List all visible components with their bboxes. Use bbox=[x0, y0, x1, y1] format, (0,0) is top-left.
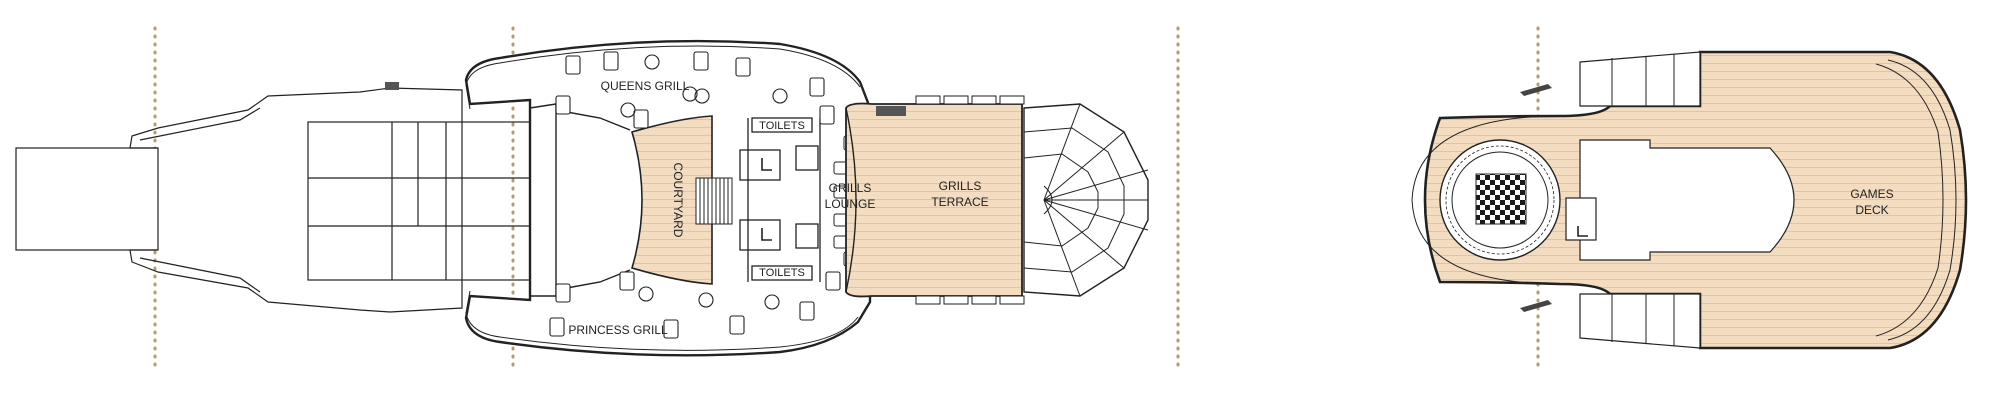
terrace-benches bbox=[915, 95, 1025, 305]
grills-terrace-deck bbox=[845, 102, 1023, 298]
princess-grill-label: PRINCESS GRILL bbox=[568, 323, 668, 337]
elevator-icon bbox=[761, 228, 772, 241]
toilets-bottom-label: TOILETS bbox=[759, 267, 805, 279]
games-deck-label-line2: DECK bbox=[1855, 203, 1888, 217]
restaurant-round-tables bbox=[620, 54, 788, 310]
courtyard-deck bbox=[631, 115, 713, 285]
giant-chess-board bbox=[1439, 139, 1561, 261]
courtyard-stairs bbox=[695, 177, 733, 225]
restaurant-tables bbox=[549, 51, 841, 339]
grills-lounge-label-line1: GRILLS bbox=[829, 181, 872, 195]
grills-terrace-label-line1: GRILLS bbox=[939, 179, 982, 193]
courtyard-label: COURTYARD bbox=[671, 163, 685, 238]
games-deck-label-line1: GAMES bbox=[1850, 187, 1893, 201]
elevator-icon bbox=[761, 158, 772, 171]
toilets-top-label: TOILETS bbox=[759, 120, 805, 132]
grills-lounge-label-line2: LOUNGE bbox=[825, 197, 876, 211]
stairs-icon bbox=[385, 82, 399, 90]
lounge-walls bbox=[739, 117, 821, 282]
room-labels: QUEENS GRILL PRINCESS GRILL COURTYARD TO… bbox=[568, 79, 1893, 337]
games-deck-section bbox=[1411, 50, 1968, 350]
stairs-icon bbox=[876, 106, 906, 116]
queens-grill-label: QUEENS GRILL bbox=[601, 79, 690, 93]
bow-sun-deck bbox=[1023, 103, 1149, 297]
elevator-icon bbox=[1577, 226, 1588, 237]
aft-structure bbox=[15, 87, 531, 313]
grills-terrace-label-line2: TERRACE bbox=[931, 195, 988, 209]
